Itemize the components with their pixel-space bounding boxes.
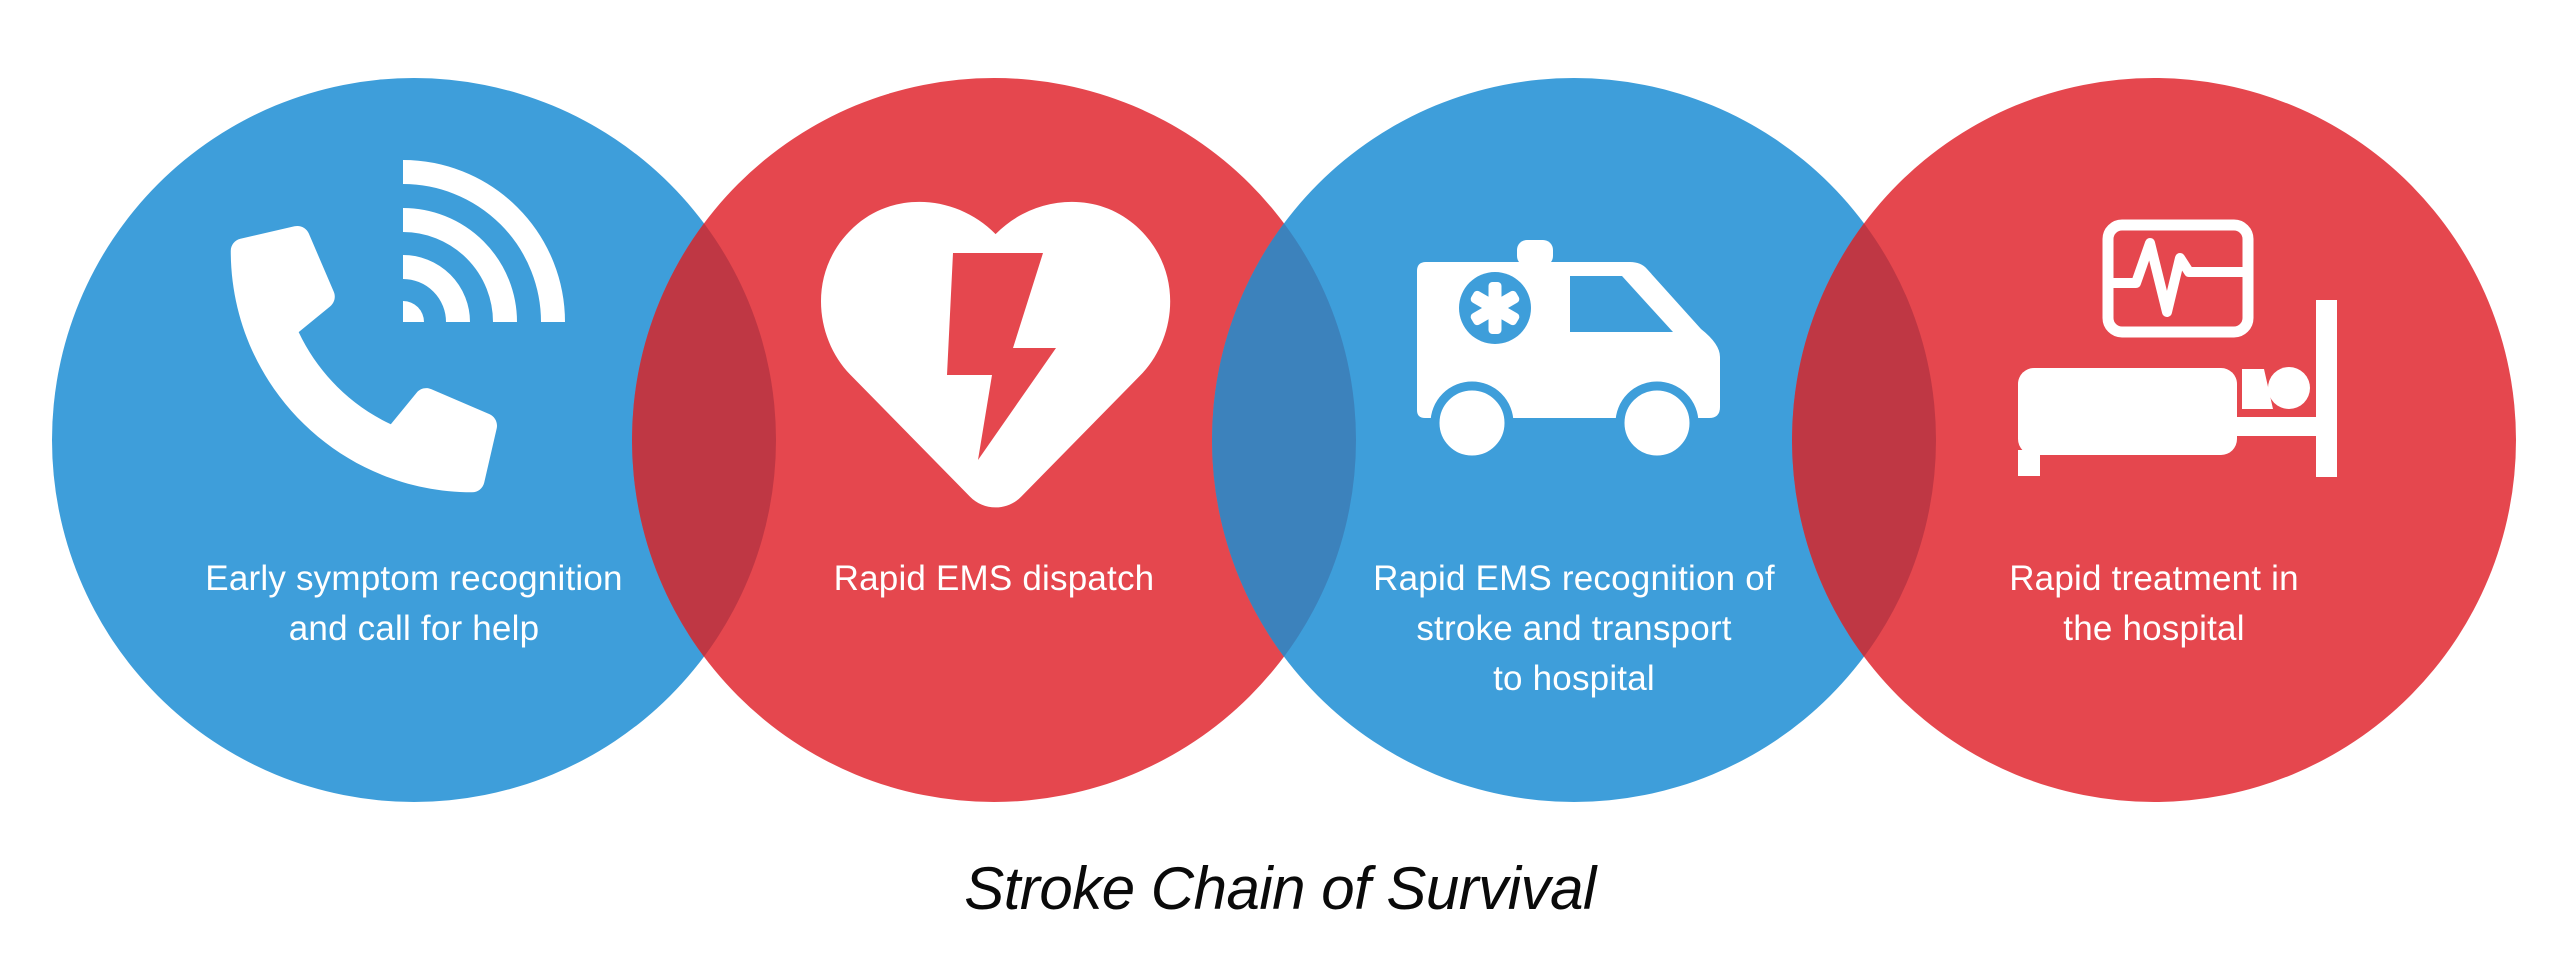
ambulance-light xyxy=(1517,240,1553,266)
hospital-bed-icon xyxy=(2018,219,2337,477)
ekg-monitor-frame xyxy=(2102,219,2254,338)
ambulance-wheel xyxy=(1430,381,1514,465)
ekg-trace-icon xyxy=(2113,238,2243,317)
bed-headboard xyxy=(2316,300,2337,477)
signal-waves-icon xyxy=(402,160,565,323)
ambulance-icon xyxy=(1417,240,1720,465)
step-label-4: Rapid treatment in the hospital xyxy=(2009,559,2299,648)
phone-call-icon xyxy=(230,160,565,493)
lightning-bolt-icon xyxy=(947,253,1056,460)
bed-mattress xyxy=(2018,368,2237,455)
patient-head xyxy=(2268,367,2310,409)
step-label-1: Early symptom recognition and call for h… xyxy=(205,559,623,648)
defibrillator-heart-icon xyxy=(820,201,1171,508)
bed-rail xyxy=(2237,417,2319,436)
step-label-3: Rapid EMS recognition of stroke and tran… xyxy=(1373,559,1775,698)
infographic-title: Stroke Chain of Survival xyxy=(964,855,1596,922)
ambulance-wheel xyxy=(1615,381,1699,465)
bed-pillow xyxy=(2242,369,2273,409)
ambulance-window xyxy=(1570,276,1673,332)
signal-dot xyxy=(403,301,424,322)
star-of-life-icon xyxy=(1470,282,1520,334)
phone-handset xyxy=(230,225,498,493)
step-label-2: Rapid EMS dispatch xyxy=(833,559,1155,598)
step-circle-3 xyxy=(1212,78,1936,802)
bed-leg xyxy=(2018,450,2040,476)
